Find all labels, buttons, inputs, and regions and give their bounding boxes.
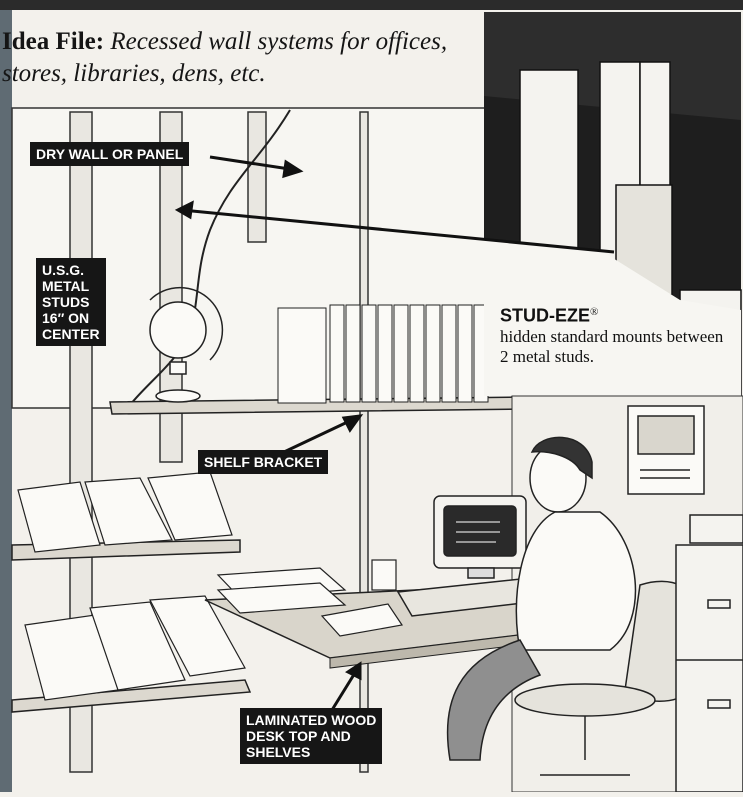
registered-mark: ® bbox=[590, 306, 598, 318]
computer-monitor bbox=[434, 496, 526, 578]
displayed-books bbox=[18, 472, 245, 700]
book-spine-edge bbox=[0, 0, 12, 792]
title-bold: Idea File: bbox=[2, 28, 104, 55]
stud-eze-brand: STUD-EZE bbox=[500, 306, 590, 326]
metal-studs-label: U.S.G. METAL STUDS 16″ ON CENTER bbox=[36, 258, 106, 346]
desk-top-label: LAMINATED WOOD DESK TOP AND SHELVES bbox=[240, 708, 382, 764]
shelf-bracket-label: SHELF BRACKET bbox=[198, 450, 328, 474]
stud-eze-caption: STUD-EZE® hidden standard mounts between… bbox=[500, 302, 736, 367]
framed-picture bbox=[628, 406, 704, 494]
drywall-label: DRY WALL OR PANEL bbox=[30, 142, 189, 166]
books-on-shelf bbox=[278, 305, 488, 403]
stud-eze-description: hidden standard mounts between 2 metal s… bbox=[500, 327, 723, 366]
page-title: Idea File: Recessed wall systems for off… bbox=[2, 26, 472, 90]
top-border bbox=[0, 0, 743, 10]
cabinet-equipment bbox=[676, 515, 743, 792]
